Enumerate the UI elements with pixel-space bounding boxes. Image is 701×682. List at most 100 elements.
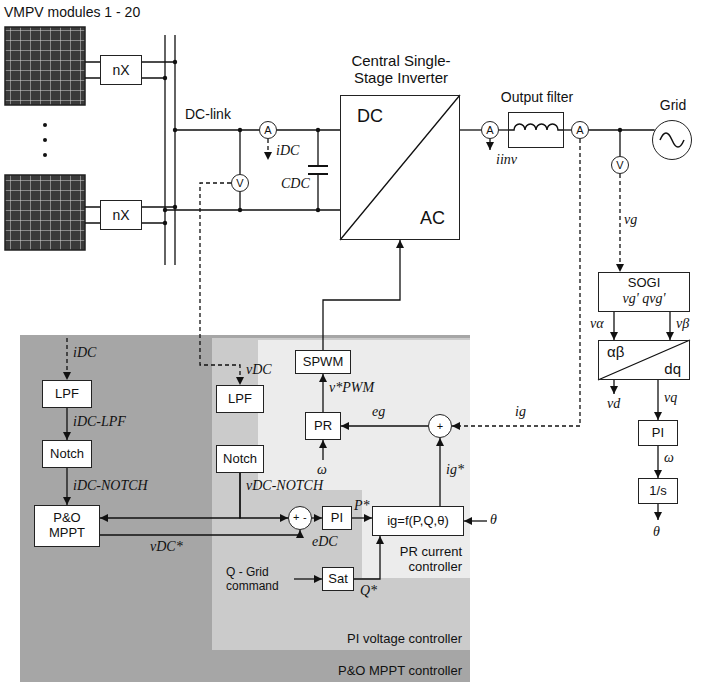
signal-name: iDC [276,143,299,159]
signal-name: P* [354,498,370,514]
node-text: A [264,124,271,137]
node-text: Central Single-Stage Inverter [336,52,466,87]
signal-arrow [657,504,658,520]
signal-arrow [613,312,614,340]
node-text: V [616,159,623,172]
power-wire [460,129,481,130]
bus-label: DC-link [185,106,231,122]
signal-arrow [294,578,322,579]
figure-label: VMPV modules 1 - 20 [4,4,140,20]
node-text: dq [664,360,681,377]
power-wire [564,129,571,130]
node-text: vg' qvg' [623,291,666,307]
signal-name: v*PWM [329,380,374,396]
filter-block: Notch [42,440,92,468]
junction-dot [316,208,320,212]
junction-dot [173,60,177,64]
junction-dot [173,205,177,209]
ellipsis-dot [43,138,47,142]
converter-box: nX [100,55,142,85]
signal-arrow [669,312,670,340]
region-label: PR current controller [382,545,462,575]
node-text: nX [112,62,129,78]
junction-dot [163,208,167,212]
node-text: Grid [643,97,701,113]
signal-name: vDC* [150,539,183,555]
ammeter: A [259,121,277,139]
measurement-arrow [619,174,620,272]
signal-name: vα [590,316,604,332]
signal-name: eg [372,404,385,420]
signal-name: eDC [312,534,338,550]
measurement-arrow [267,139,268,160]
measurement-arrow [489,139,490,150]
node-text: Sat [328,572,348,587]
node-text: AC [420,208,445,229]
controller-region: P&O MPPT controllerPI voltage controller… [20,335,470,682]
power-wire [85,35,620,265]
grid-source: Grid [652,120,692,160]
signal-name: vβ [676,316,689,332]
filter-block: LPF [216,385,264,413]
transform-block: αβ dq [598,340,690,380]
node-text: SOGI [628,276,661,291]
measurement-arrow [66,338,67,380]
filter-block: Notch [216,445,264,473]
signal-arrow [322,440,323,460]
node-text: ig=f(P,Q,θ) [387,514,449,529]
node-text: A [576,124,583,137]
node-text: LPF [228,392,252,407]
summing-junction: +- [288,506,312,530]
junction-dot [163,221,167,225]
node-text: SPWM [303,355,343,370]
panel-shape [258,340,470,578]
signal-arrow [100,530,300,535]
power-wire [589,129,655,130]
inverter-box: Central Single-Stage InverterDCAC [340,95,460,240]
junction-dots [163,60,622,225]
signal-arrow [341,425,428,426]
signal-arrow [657,446,658,478]
signal-name: θ [653,524,660,540]
pi-controller: PI [322,506,352,530]
power-wire [499,129,508,130]
command-label: Q - Grid command [226,566,292,594]
node-text: A [486,124,493,137]
pi-controller: PI [638,420,678,446]
signal-arrow [464,520,487,521]
junction-dot [173,128,177,132]
junction-dot [238,208,242,212]
node-text: PR [314,419,332,434]
signal-arrow [323,240,400,350]
node-text: Notch [50,447,84,462]
node-text: LPF [55,387,79,402]
reference-block: ig=f(P,Q,θ) [372,506,464,536]
signal-name: vDC-NOTCH [246,478,323,494]
signal-name: ω [317,462,327,478]
converter-box: nX [100,200,142,230]
voltmeter: V [611,156,629,174]
mppt-block: P&O MPPT [34,505,100,547]
signal-arrow [657,380,658,420]
pwm-block: SPWM [295,350,351,374]
node-text: αβ [607,343,624,360]
node-text: V [236,177,243,190]
node-text: P&O MPPT [45,511,89,541]
ellipsis-dot [43,153,47,157]
signal-name: vg [624,212,637,228]
signal-arrow [66,468,67,505]
node-text: nX [112,207,129,223]
summing-junction: + [428,414,452,438]
ammeter: A [571,121,589,139]
node-text: 1/s [649,484,666,499]
voltmeter: V [231,174,249,192]
signal-name: iDC-NOTCH [73,478,148,494]
signal-name: θ [490,512,497,528]
output-filter: Output filter [508,112,564,148]
pr-controller: PR [305,412,341,440]
node-text: + [437,420,443,433]
signal-arrow [352,517,372,518]
